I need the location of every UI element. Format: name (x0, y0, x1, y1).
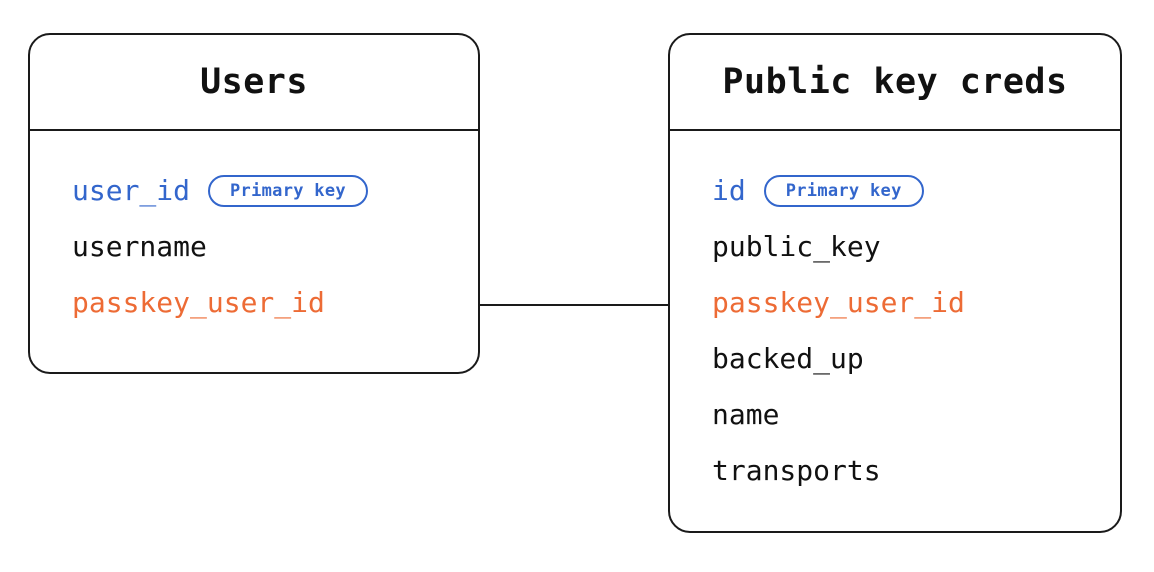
entity-public-key-creds[interactable]: Public key creds id Primary key public_k… (668, 33, 1122, 533)
field-name-id: id (712, 174, 746, 207)
field-name-user-id: user_id (72, 174, 191, 207)
field-row[interactable]: transports (670, 443, 1120, 499)
primary-key-badge: Primary key (208, 175, 368, 207)
primary-key-badge: Primary key (763, 175, 924, 207)
field-row[interactable]: user_id Primary key (30, 163, 478, 219)
entity-users-title: Users (200, 61, 308, 102)
field-name-transports: transports (712, 454, 881, 487)
field-row[interactable]: public_key (670, 219, 1120, 275)
entity-users-field-list: user_id Primary key username passkey_use… (30, 131, 478, 331)
field-row[interactable]: backed_up (670, 331, 1120, 387)
field-name-name: name (712, 398, 780, 431)
field-row[interactable]: passkey_user_id (670, 275, 1120, 331)
field-name-passkey-user-id: passkey_user_id (72, 286, 325, 319)
field-name-public-key: public_key (712, 230, 881, 263)
field-row[interactable]: id Primary key (670, 163, 1120, 219)
field-row[interactable]: username (30, 219, 478, 275)
field-name-backed-up: backed_up (712, 342, 864, 375)
entity-users[interactable]: Users user_id Primary key username passk… (28, 33, 480, 374)
field-name-passkey-user-id: passkey_user_id (712, 286, 965, 319)
relationship-connector-passkey-user-id (478, 304, 670, 306)
entity-users-header: Users (30, 35, 478, 131)
entity-public-key-creds-field-list: id Primary key public_key passkey_user_i… (670, 131, 1120, 499)
field-row[interactable]: passkey_user_id (30, 275, 478, 331)
entity-public-key-creds-title: Public key creds (722, 61, 1068, 102)
primary-key-badge-label: Primary key (785, 180, 902, 201)
entity-public-key-creds-header: Public key creds (670, 35, 1120, 131)
field-row[interactable]: name (670, 387, 1120, 443)
field-name-username: username (72, 230, 207, 263)
primary-key-badge-label: Primary key (230, 180, 346, 201)
